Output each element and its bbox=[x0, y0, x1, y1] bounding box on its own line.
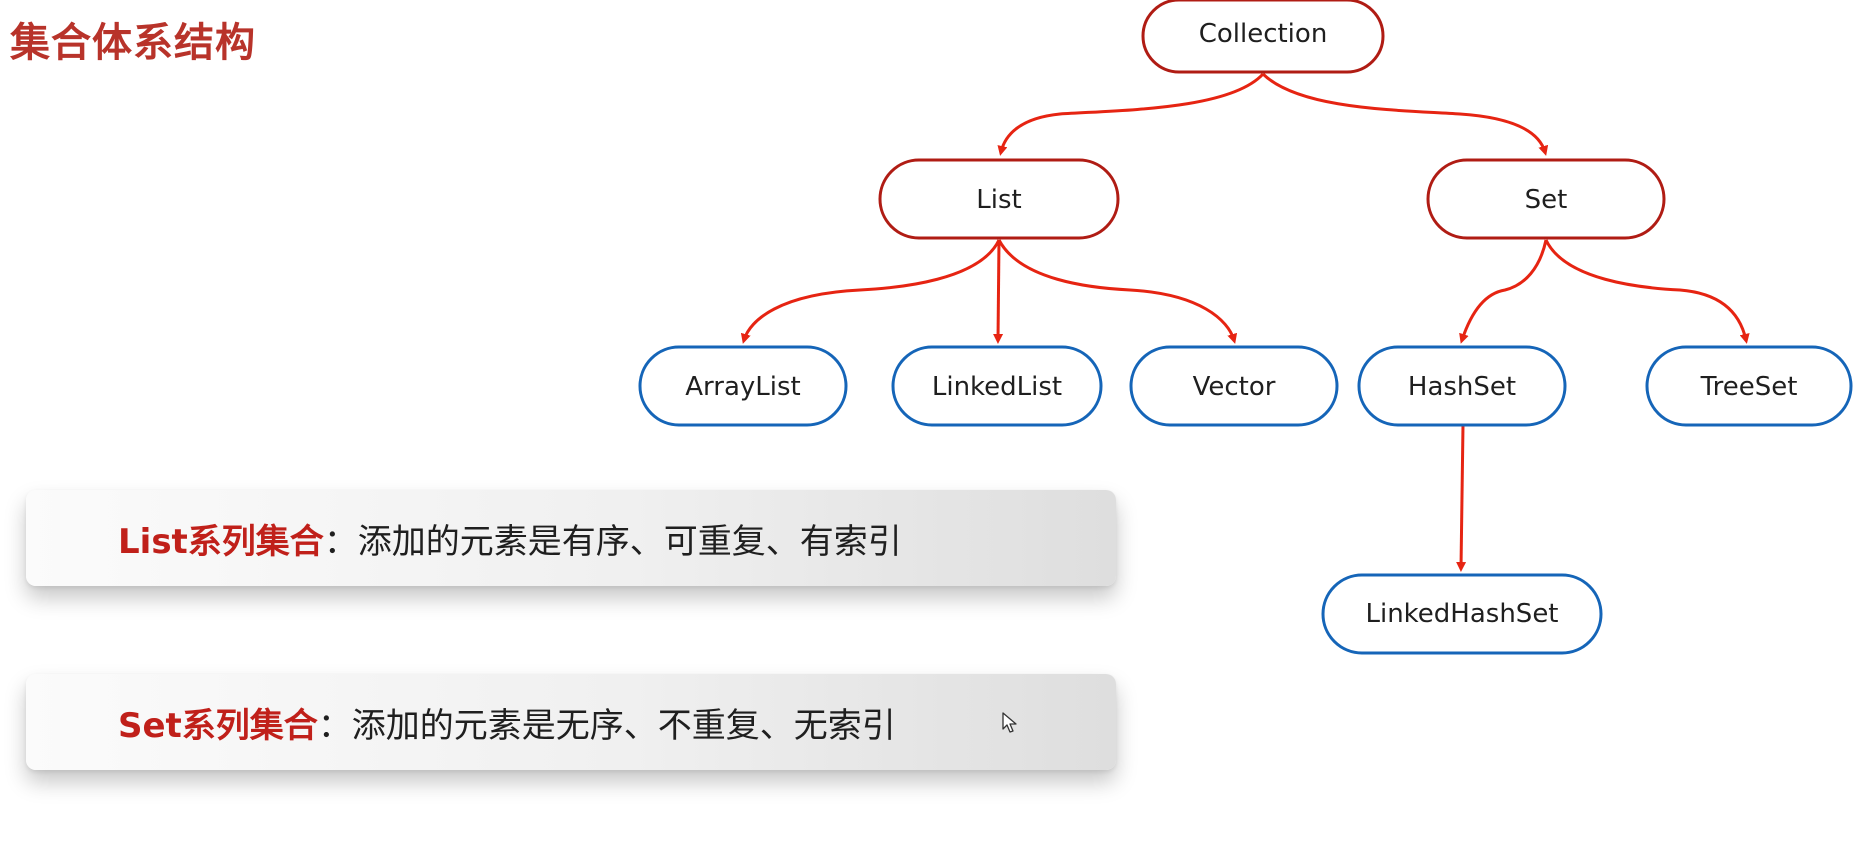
set-series-card: Set系列集合 ：添加的元素是无序、不重复、无索引 bbox=[26, 674, 1116, 770]
set-series-keyword: Set系列集合 bbox=[118, 705, 318, 746]
edge-collection-list bbox=[997, 72, 1265, 156]
node-hashset[interactable]: HashSet bbox=[1357, 345, 1567, 427]
node-linkedlist[interactable]: LinkedList bbox=[891, 345, 1103, 427]
edge-list-vector bbox=[997, 239, 1238, 344]
node-treeset[interactable]: TreeSet bbox=[1645, 345, 1853, 427]
edge-set-hashset bbox=[1459, 239, 1548, 344]
mouse-pointer-icon bbox=[1002, 712, 1017, 733]
node-arraylist[interactable]: ArrayList bbox=[638, 345, 848, 427]
list-series-keyword: List系列集合 bbox=[118, 521, 324, 562]
edge-list-linkedlist bbox=[993, 239, 1004, 344]
node-arraylist-label: ArrayList bbox=[685, 372, 800, 402]
list-series-description: ：添加的元素是有序、可重复、有索引 bbox=[323, 521, 902, 562]
list-series-card: List系列集合 ：添加的元素是有序、可重复、有索引 bbox=[26, 490, 1116, 586]
node-set-label: Set bbox=[1525, 185, 1568, 215]
edge-collection-set bbox=[1261, 72, 1549, 156]
node-collection[interactable]: Collection bbox=[1141, 0, 1385, 74]
edge-hashset-linkedhashset bbox=[1456, 424, 1467, 572]
node-set[interactable]: Set bbox=[1426, 158, 1666, 240]
edge-set-treeset bbox=[1544, 239, 1750, 344]
node-vector[interactable]: Vector bbox=[1129, 345, 1339, 427]
node-list-label: List bbox=[976, 185, 1021, 215]
node-collection-label: Collection bbox=[1199, 19, 1328, 49]
node-treeset-label: TreeSet bbox=[1700, 372, 1798, 402]
set-series-description: ：添加的元素是无序、不重复、无索引 bbox=[317, 705, 896, 746]
node-linkedhashset[interactable]: LinkedHashSet bbox=[1321, 573, 1603, 655]
edges bbox=[740, 72, 1750, 572]
node-linkedlist-label: LinkedList bbox=[932, 372, 1062, 402]
edge-list-arraylist bbox=[740, 239, 1001, 344]
node-hashset-label: HashSet bbox=[1408, 372, 1516, 402]
node-vector-label: Vector bbox=[1193, 372, 1276, 402]
node-list[interactable]: List bbox=[878, 158, 1120, 240]
node-linkedhashset-label: LinkedHashSet bbox=[1365, 599, 1558, 629]
page-title: 集合体系结构 bbox=[10, 20, 256, 66]
